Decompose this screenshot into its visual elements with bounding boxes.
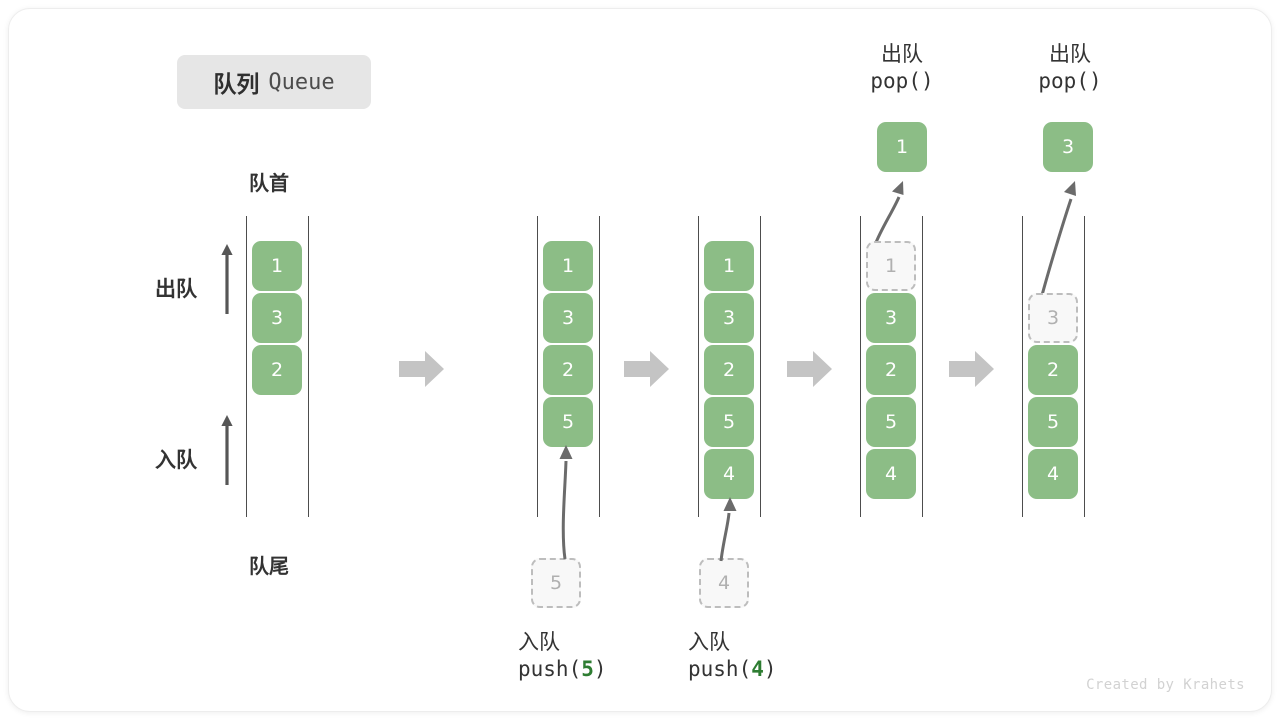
- queue-item: 3: [543, 293, 593, 343]
- rail-right: [308, 216, 309, 517]
- rail-right: [599, 216, 600, 517]
- queue-slot: 1: [866, 241, 916, 291]
- push-5-caption: 入队 push(5): [518, 629, 607, 683]
- rail-right: [760, 216, 761, 517]
- push-4-caption-cn: 入队: [688, 630, 730, 654]
- step-arrow-icon: [787, 349, 833, 389]
- pop-3-caption-code: pop(): [1038, 69, 1102, 94]
- title-en: Queue: [268, 69, 335, 95]
- staged-push-item-5: 5: [531, 558, 581, 608]
- queue-item: 4: [1028, 449, 1078, 499]
- queue-slot: 3: [252, 293, 302, 343]
- queue-item: 3: [252, 293, 302, 343]
- queue-column-after-push-4: 1 3 2 5 4: [698, 216, 762, 517]
- rail-left: [246, 216, 247, 517]
- queue-item: 4: [866, 449, 916, 499]
- ghost-item: 5: [531, 558, 581, 608]
- queue-item: 3: [1043, 122, 1093, 172]
- queue-column-after-push-5: 1 3 2 5: [537, 216, 601, 517]
- queue-slot: 1: [252, 241, 302, 291]
- title-cn: 队列: [213, 72, 260, 98]
- ghost-item: 3: [1028, 293, 1078, 343]
- queue-item: 2: [252, 345, 302, 395]
- queue-item: 5: [543, 397, 593, 447]
- push-4-caption: 入队 push(4): [688, 629, 777, 683]
- queue-slot: 3: [543, 293, 593, 343]
- queue-item: 4: [704, 449, 754, 499]
- queue-item: 1: [252, 241, 302, 291]
- queue-slot: 4: [1028, 449, 1078, 499]
- queue-head-label: 队首: [249, 171, 289, 195]
- queue-item: 3: [866, 293, 916, 343]
- queue-slot: 5: [704, 397, 754, 447]
- queue-column-initial: 1 3 2: [246, 216, 310, 517]
- popped-item-3: 3: [1043, 122, 1093, 172]
- queue-column-popping-3: 3 2 5 4: [1022, 216, 1086, 517]
- queue-item: 1: [704, 241, 754, 291]
- queue-item: 3: [704, 293, 754, 343]
- ghost-item: 4: [699, 558, 749, 608]
- rail-left: [698, 216, 699, 517]
- queue-slot: 2: [866, 345, 916, 395]
- step-arrow-icon: [399, 349, 445, 389]
- footer-credit: Created by Krahets: [1086, 677, 1245, 693]
- pop-3-caption: 出队 pop(): [1020, 41, 1120, 96]
- push-5-caption-code: push(5): [518, 656, 607, 681]
- pop-1-caption-cn: 出队: [881, 42, 923, 66]
- popped-item-1: 1: [877, 122, 927, 172]
- push-4-caption-code: push(4): [688, 656, 777, 681]
- pop-3-caption-cn: 出队: [1049, 42, 1091, 66]
- push-5-caption-cn: 入队: [518, 630, 560, 654]
- step-arrow-icon: [624, 349, 670, 389]
- queue-item: 2: [704, 345, 754, 395]
- queue-item: 2: [1028, 345, 1078, 395]
- step-arrow-icon: [949, 349, 995, 389]
- queue-slot: 2: [252, 345, 302, 395]
- queue-item: 1: [877, 122, 927, 172]
- queue-slot: 3: [866, 293, 916, 343]
- queue-item: 5: [866, 397, 916, 447]
- ghost-item: 1: [866, 241, 916, 291]
- queue-item: 1: [543, 241, 593, 291]
- queue-slot: 5: [866, 397, 916, 447]
- dequeue-direction-arrow-icon: [218, 242, 236, 316]
- queue-slot: 2: [1028, 345, 1078, 395]
- queue-item: 5: [1028, 397, 1078, 447]
- pop-1-caption: 出队 pop(): [852, 41, 952, 96]
- queue-slot: 2: [543, 345, 593, 395]
- queue-slot: 1: [704, 241, 754, 291]
- queue-slot: 3: [1028, 293, 1078, 343]
- rail-left: [537, 216, 538, 517]
- queue-item: 2: [866, 345, 916, 395]
- queue-slot: 1: [543, 241, 593, 291]
- dequeue-label: 出队: [155, 277, 197, 301]
- queue-slot: 2: [704, 345, 754, 395]
- rail-right: [922, 216, 923, 517]
- pop-1-caption-code: pop(): [870, 69, 934, 94]
- rail-right: [1084, 216, 1085, 517]
- queue-slot: 4: [866, 449, 916, 499]
- enqueue-direction-arrow-icon: [218, 413, 236, 487]
- diagram-card: 队列 Queue 队首 队尾 出队 入队 1 3 2: [8, 8, 1272, 712]
- queue-column-popping-1: 1 3 2 5 4: [860, 216, 924, 517]
- queue-slot: 4: [704, 449, 754, 499]
- queue-slot: 3: [704, 293, 754, 343]
- queue-slot: 5: [1028, 397, 1078, 447]
- title-badge: 队列 Queue: [177, 55, 371, 109]
- queue-tail-label: 队尾: [249, 554, 289, 578]
- queue-item: 5: [704, 397, 754, 447]
- rail-left: [860, 216, 861, 517]
- queue-slot: 5: [543, 397, 593, 447]
- enqueue-label: 入队: [155, 448, 197, 472]
- rail-left: [1022, 216, 1023, 517]
- staged-push-item-4: 4: [699, 558, 749, 608]
- queue-item: 2: [543, 345, 593, 395]
